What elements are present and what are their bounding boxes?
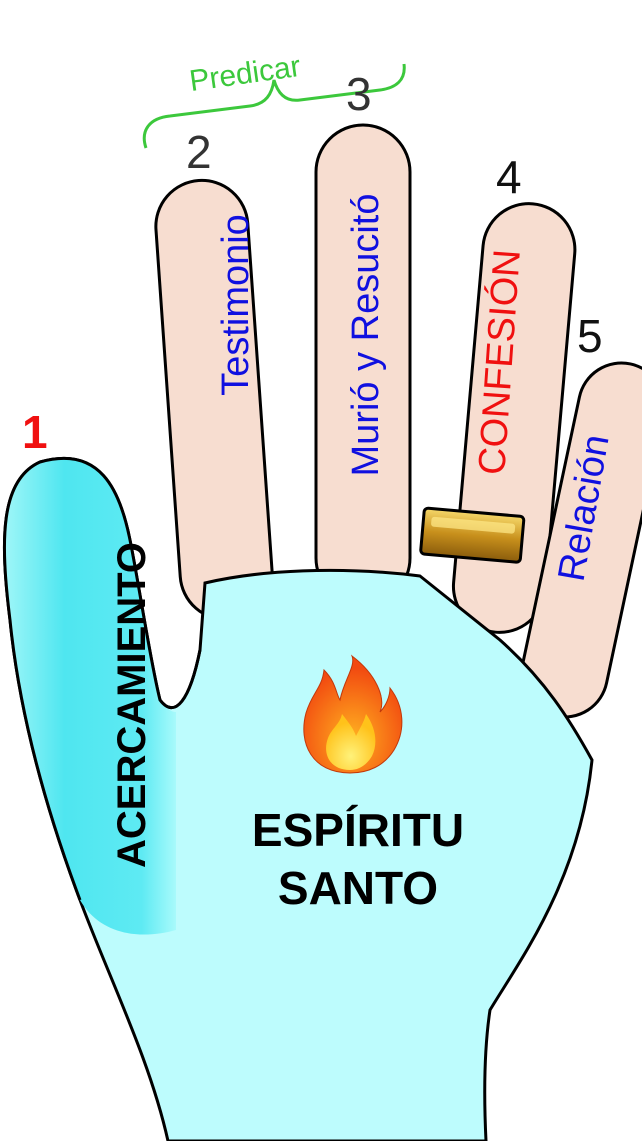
number-5: 5 (577, 310, 603, 362)
number-1: 1 (22, 406, 48, 458)
finger-label-testimonio: Testimonio (215, 214, 257, 396)
palm-text-line1: ESPÍRITU (252, 804, 464, 856)
group-label-predicar: Predicar (187, 50, 302, 98)
thumb-label-acercamiento: ACERCAMIENTO (110, 542, 154, 868)
wedding-ring-icon (420, 508, 524, 563)
number-2: 2 (186, 126, 212, 178)
finger-label-murio-resucito: Murió y Resucitó (345, 194, 387, 477)
number-3: 3 (346, 68, 372, 120)
number-4: 4 (496, 151, 522, 203)
palm-text-line2: SANTO (278, 862, 438, 914)
